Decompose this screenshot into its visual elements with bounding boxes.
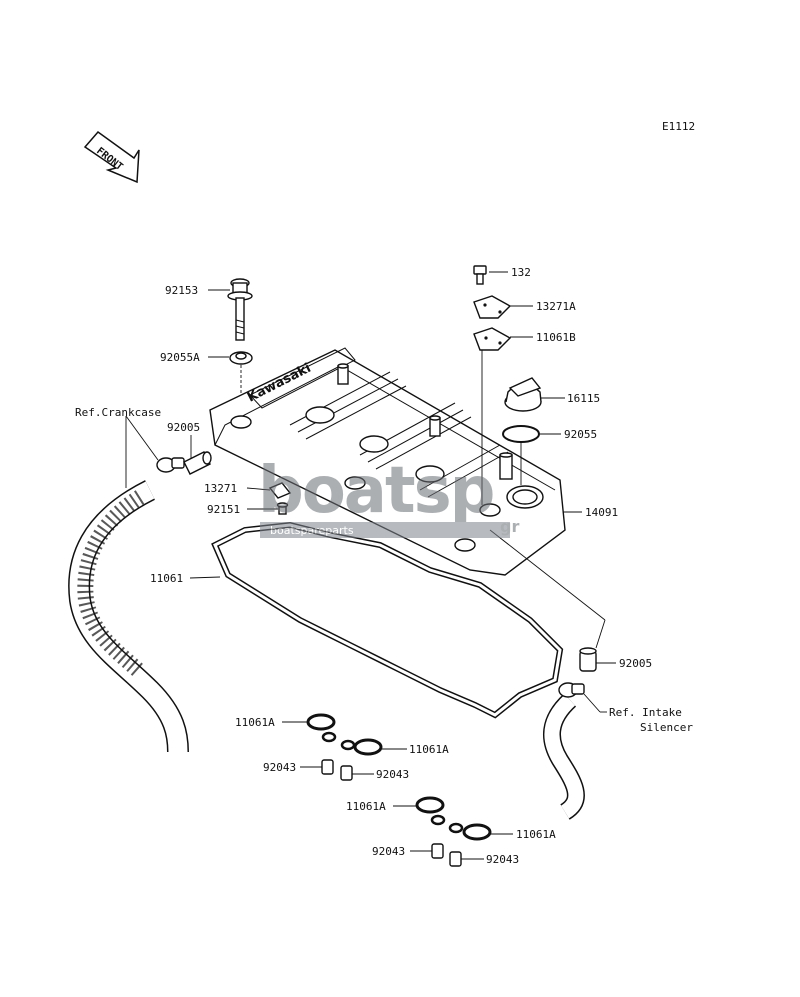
bolt-92151 [276,502,289,515]
label-group1-92043-b: 92043 [376,768,409,781]
label-ref-intake-line1: Ref. Intake [609,706,682,719]
label-group2-11061A-b: 11061A [516,828,556,841]
label-11061: 11061 [150,572,183,585]
watermark-tagline: boatspareparts [270,524,354,537]
leader-lines [125,271,616,860]
label-group2-11061A-a: 11061A [346,800,386,813]
label-92005-right: 92005 [619,657,652,670]
label-ref-crankcase: Ref.Crankcase [75,406,161,419]
label-group1-11061A-b: 11061A [409,743,449,756]
label-14091: 14091 [585,506,618,519]
watermark-suffix: gr [500,517,519,536]
front-arrow-icon: FRONT [83,130,140,184]
plate-13271 [268,482,292,499]
assembly-line-right [489,529,606,621]
breather-hose-left [68,480,189,753]
diagram-code: E1112 [662,120,695,133]
label-13271A: 13271A [536,300,576,313]
label-11061B: 11061B [536,331,576,344]
plate-13271A [473,295,512,319]
o-ring-92055 [502,425,540,443]
label-92055: 92055 [564,428,597,441]
washer-92055A [229,351,253,365]
label-92055A: 92055A [160,351,200,364]
gasket-11061B [473,327,512,351]
label-132: 132 [511,266,531,279]
watermark-logo: boatsp [258,454,493,528]
label-group2-92043-b: 92043 [486,853,519,866]
seal-group-2 [415,796,492,867]
label-ref-intake-line2: Silencer [640,721,693,734]
label-92151: 92151 [207,503,240,516]
fitting-92005-left [183,451,212,475]
bolt-92153 [227,278,253,341]
intake-hose-right [543,682,585,820]
label-group2-92043-a: 92043 [372,845,405,858]
label-group1-92043-a: 92043 [263,761,296,774]
seal-group-1 [306,713,383,781]
label-16115: 16115 [567,392,600,405]
watermark: boatsp boatspareparts gr [258,454,519,538]
cylinder-head-cover-14091: Kawasaki [209,347,566,576]
fitting-92005-right [579,647,597,672]
label-13271: 13271 [204,482,237,495]
label-group1-11061A-a: 11061A [235,716,275,729]
oil-filler-cap-16115 [504,377,542,412]
label-92153: 92153 [165,284,198,297]
bolt-132 [473,265,487,285]
label-92005-left: 92005 [167,421,200,434]
hose-clamp-left [156,457,185,473]
